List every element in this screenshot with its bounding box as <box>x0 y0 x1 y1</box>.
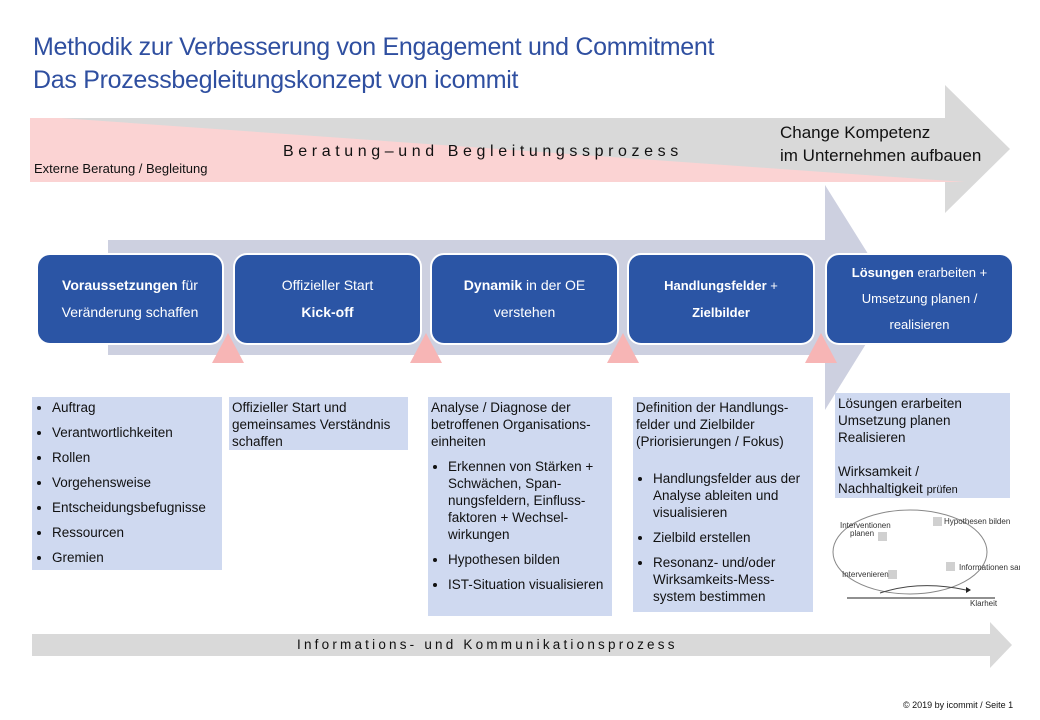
list-item: Entscheidungsbefugnisse <box>52 499 219 516</box>
top-arrow-pink-wedge <box>30 118 965 182</box>
step-dynamik[interactable]: Dynamik in der OE verstehen <box>432 255 617 343</box>
bottom-arrow <box>32 622 1012 668</box>
list-item: Hypothesen bilden <box>448 551 609 568</box>
note-handlungsfelder: Definition der Handlungs-felder und Ziel… <box>633 397 813 612</box>
note-line: Lösungen erarbeiten <box>838 396 962 411</box>
step-text: Offizieller Start <box>281 277 374 293</box>
change-competence-label: Change Kompetenz im Unternehmen aufbauen <box>780 121 981 167</box>
list-item: Erkennen von Stärken + Schwächen, Span-n… <box>448 458 609 543</box>
note-line: Wirksamkeit / <box>838 464 919 479</box>
bottom-arrow-label: Informations- und Kommunikationsprozess <box>297 637 678 652</box>
step-text: Umsetzung planen / <box>861 291 978 306</box>
cycle-node <box>933 517 942 526</box>
step-bold: Zielbilder <box>692 305 750 320</box>
note-line: Realisieren <box>838 430 906 445</box>
list-item: Rollen <box>52 449 219 466</box>
note-line: Umsetzung planen <box>838 413 951 428</box>
cycle-label: Hypothesen bilden <box>944 517 1010 526</box>
note-line: Nachhaltigkeit prüfen <box>838 480 1007 499</box>
right-label-2: im Unternehmen aufbauen <box>780 146 982 165</box>
step-bold: Kick-off <box>301 304 354 320</box>
step-loesungen[interactable]: Lösungen erarbeiten + Umsetzung planen / r… <box>827 255 1012 343</box>
list-item: Gremien <box>52 549 219 566</box>
title-line-2: Das Prozessbegleitungskonzept von icommi… <box>33 66 519 94</box>
list-item: Resonanz- und/oder Wirksamkeits-Mess-sys… <box>653 554 810 605</box>
top-arrow-label: Beratung–und Begleitungssprozess <box>283 143 683 160</box>
milestone-marker <box>805 333 837 363</box>
list-item: Verantwortlichkeiten <box>52 424 219 441</box>
cycle-label: Informationen sammeln <box>959 563 1020 572</box>
milestone-marker <box>607 333 639 363</box>
footer: © 2019 by icommit / Seite 1 <box>903 700 1014 710</box>
milestone-marker <box>212 333 244 363</box>
step-text: erarbeiten + <box>913 265 988 280</box>
list-item: Handlungsfelder aus der Analyse ableiten… <box>653 470 810 521</box>
step-text: in der OE <box>522 277 586 293</box>
note-loesungen: Lösungen erarbeiten Umsetzung planen Rea… <box>835 393 1010 498</box>
cycle-node <box>878 532 887 541</box>
cycle-label: planen <box>850 529 874 538</box>
cycle-label: Interventionen <box>840 521 891 530</box>
note-kickoff: Offizieller Start und gemeinsames Verstä… <box>229 397 408 450</box>
note-intro: Definition der Handlungs-felder und Ziel… <box>636 400 789 449</box>
cycle-node <box>946 562 955 571</box>
cycle-node <box>888 570 897 579</box>
step-text: realisieren <box>889 317 950 332</box>
step-bold: Lösungen <box>851 265 914 280</box>
cycle-axis-label: Klarheit <box>970 599 998 608</box>
note-text: Nachhaltigkeit <box>838 481 923 496</box>
list-item: Zielbild erstellen <box>653 529 810 546</box>
note-dynamik: Analyse / Diagnose der betroffenen Organ… <box>428 397 612 616</box>
step-text: + <box>766 278 778 293</box>
cycle-label: Intervenieren <box>842 570 889 579</box>
step-handlungsfelder[interactable]: Handlungsfelder + Zielbilder <box>629 255 813 343</box>
step-text: verstehen <box>493 304 556 320</box>
list-item: Vorgehensweise <box>52 474 219 491</box>
title-line-1: Methodik zur Verbesserung von Engagement… <box>33 33 715 61</box>
list-item: Auftrag <box>52 399 219 416</box>
milestone-marker <box>410 333 442 363</box>
external-consulting-label: Externe Beratung / Begleitung <box>34 161 208 176</box>
note-text-small: prüfen <box>926 484 958 496</box>
step-text: für <box>177 277 198 293</box>
list-item: IST-Situation visualisieren <box>448 576 609 593</box>
right-label-1: Change Kompetenz <box>780 123 931 142</box>
note-intro: Analyse / Diagnose der betroffenen Organ… <box>431 400 591 449</box>
cycle-diagram: Interventionen planen Hypothesen bilden … <box>832 509 1020 608</box>
note-voraussetzungen: Auftrag Verantwortlichkeiten Rollen Vorg… <box>32 397 222 570</box>
step-bold: Handlungsfelder <box>664 278 767 293</box>
step-text: Veränderung schaffen <box>61 304 199 320</box>
list-item: Ressourcen <box>52 524 219 541</box>
step-bold: Voraussetzungen <box>62 277 178 293</box>
step-bold: Dynamik <box>463 277 523 293</box>
